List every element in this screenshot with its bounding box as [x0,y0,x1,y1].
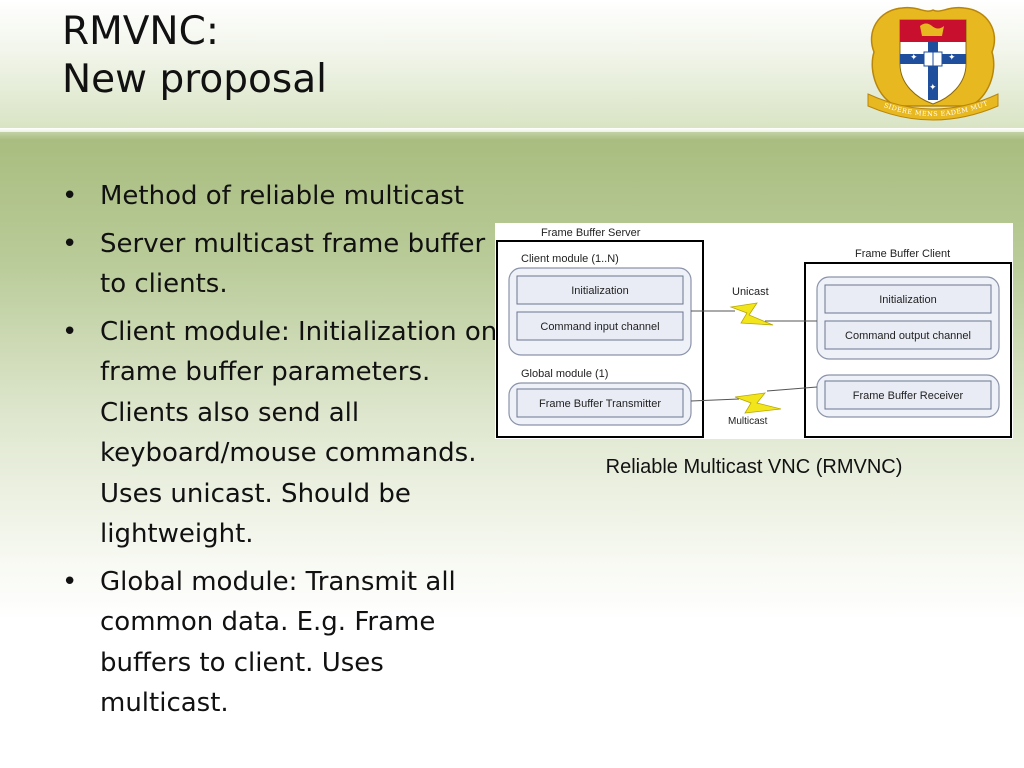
transmitter-label: Frame Buffer Transmitter [539,398,661,410]
client-init-label: Initialization [879,294,936,306]
bullet-text: Client module: Initialization on frame b… [100,316,498,550]
multicast-label: Multicast [728,416,768,427]
bullet-dot: • [62,228,78,259]
svg-text:✦: ✦ [948,53,956,63]
bullet-dot: • [62,181,78,211]
bullet-dot: • [62,316,78,347]
svg-text:✦: ✦ [929,83,937,93]
svg-text:✦: ✦ [910,53,918,63]
receiver-box [824,380,992,410]
server-init-box [516,275,684,305]
figure-caption: Reliable Multicast VNC (RMVNC) [605,456,903,478]
bullet-list: • Method of reliable multicast • Server mu… [62,176,502,731]
header-divider [0,128,1024,132]
rmvnc-architecture-diagram: Frame Buffer Server Client module (1..N)… [495,223,1013,439]
command-input-box [516,311,684,341]
server-init-label: Initialization [571,285,628,297]
bullet-item: • Method of reliable multicast [62,176,502,217]
bullet-text: Global module: Transmit all common data.… [100,566,456,719]
bullet-dot: • [62,566,78,597]
title-line-2: New proposal [62,57,327,102]
transmitter-box [516,388,684,418]
command-output-box [824,320,992,350]
command-input-label: Command input channel [540,321,659,333]
receiver-label: Frame Buffer Receiver [853,390,964,402]
bullet-text: Method of reliable multicast [100,181,464,211]
client-title: Frame Buffer Client [855,248,950,260]
multicast-line-right [766,386,818,392]
server-title: Frame Buffer Server [541,227,641,239]
slide-title: RMVNC: New proposal [62,8,327,104]
unicast-label: Unicast [732,286,769,298]
client-init-box [824,284,992,314]
multicast-line-left [690,398,740,402]
unicast-lightning-icon [729,302,774,326]
bullet-item: • Client module: Initialization on frame … [62,312,502,555]
command-output-label: Command output channel [845,330,971,342]
title-line-1: RMVNC: [62,9,219,54]
bullet-item: • Server multicast frame buffer to client… [62,224,502,305]
bullet-text: Server multicast frame buffer to clients… [100,228,486,300]
header-band [0,0,1024,128]
bullet-item: • Global module: Transmit all common data… [62,562,502,724]
client-module-label: Client module (1..N) [521,253,619,265]
global-module-label: Global module (1) [521,368,608,380]
multicast-lightning-icon [734,392,782,414]
university-crest-logo: ✦ ✦ ✦ SIDERE MENS EADEM MUTATO [862,2,999,121]
